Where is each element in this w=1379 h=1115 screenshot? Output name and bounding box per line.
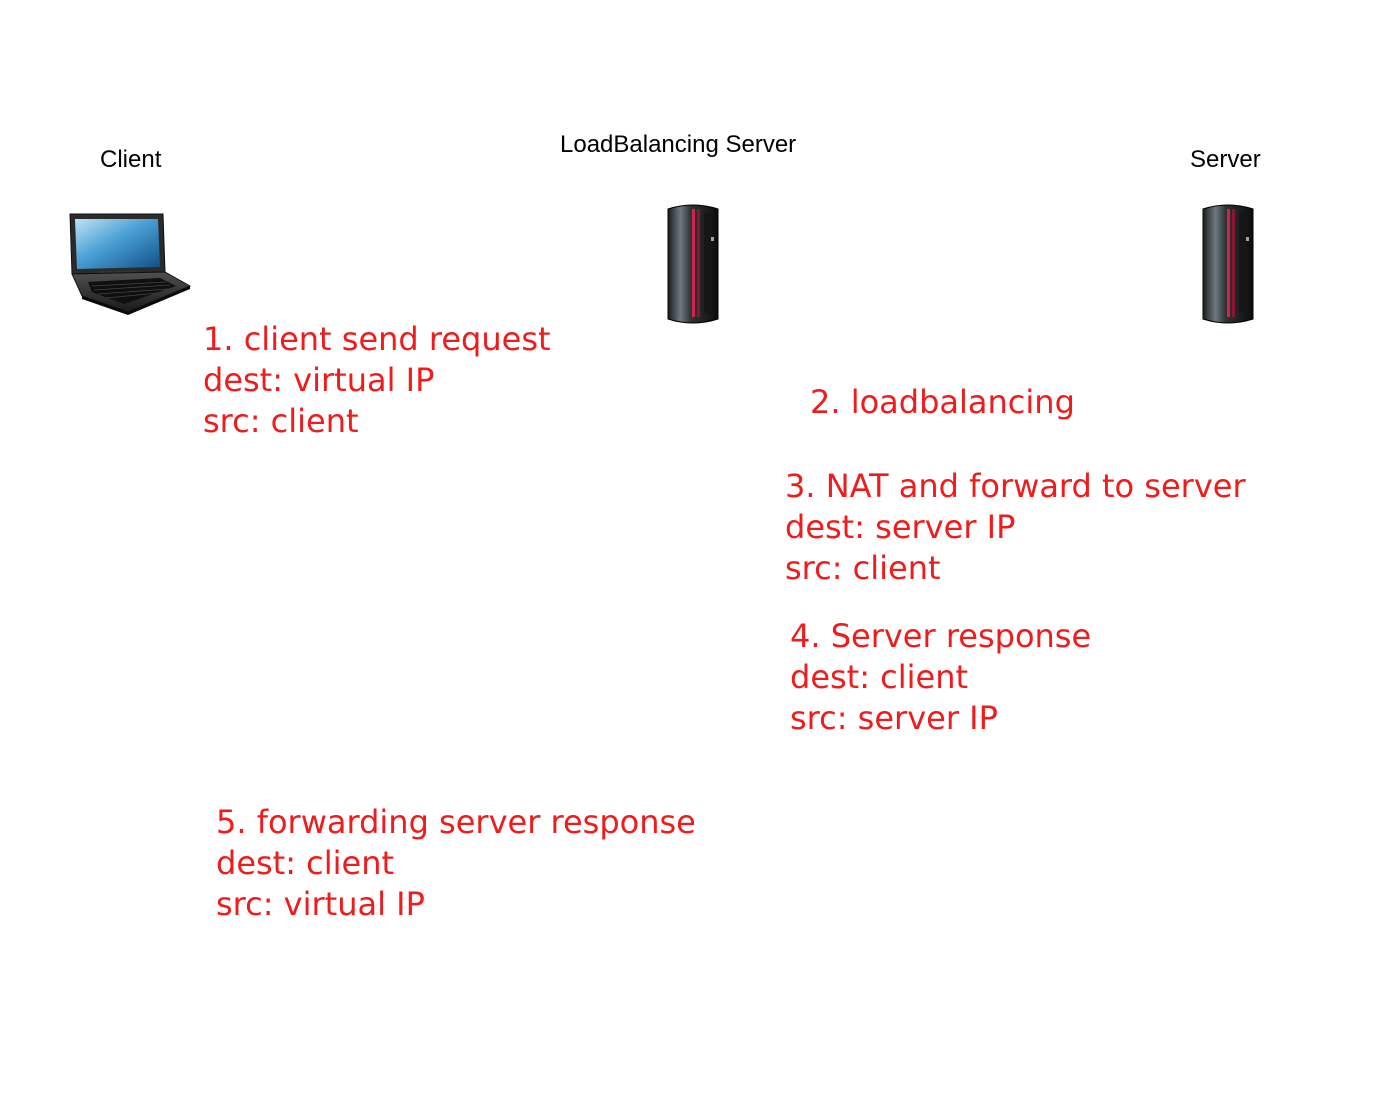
step-2-title: 2. loadbalancing — [810, 383, 1075, 421]
step-4-annotation: 4. Server response dest: client src: ser… — [790, 616, 1091, 739]
step-1-annotation: 1. client send request dest: virtual IP … — [203, 319, 551, 442]
step-5-src: src: virtual IP — [216, 885, 425, 923]
step-1-title: 1. client send request — [203, 320, 551, 358]
step-4-dest: dest: client — [790, 658, 969, 696]
step-5-annotation: 5. forwarding server response dest: clie… — [216, 802, 696, 925]
server-label: Server — [1190, 146, 1261, 173]
step-1-src: src: client — [203, 402, 359, 440]
step-5-title: 5. forwarding server response — [216, 803, 696, 841]
step-3-title: 3. NAT and forward to server — [785, 467, 1246, 505]
client-label: Client — [100, 146, 162, 173]
step-5-dest: dest: client — [216, 844, 395, 882]
step-4-title: 4. Server response — [790, 617, 1092, 655]
laptop-icon — [68, 212, 192, 320]
step-4-src: src: server IP — [790, 699, 998, 737]
server-tower-icon — [664, 203, 722, 329]
server-tower-icon — [1199, 203, 1257, 329]
step-2-annotation: 2. loadbalancing — [810, 382, 1075, 423]
step-3-dest: dest: server IP — [785, 508, 1016, 546]
step-1-dest: dest: virtual IP — [203, 361, 435, 399]
load-balancer-label: LoadBalancing Server — [560, 131, 797, 158]
step-3-src: src: client — [785, 549, 941, 587]
step-3-annotation: 3. NAT and forward to server dest: serve… — [785, 466, 1246, 589]
